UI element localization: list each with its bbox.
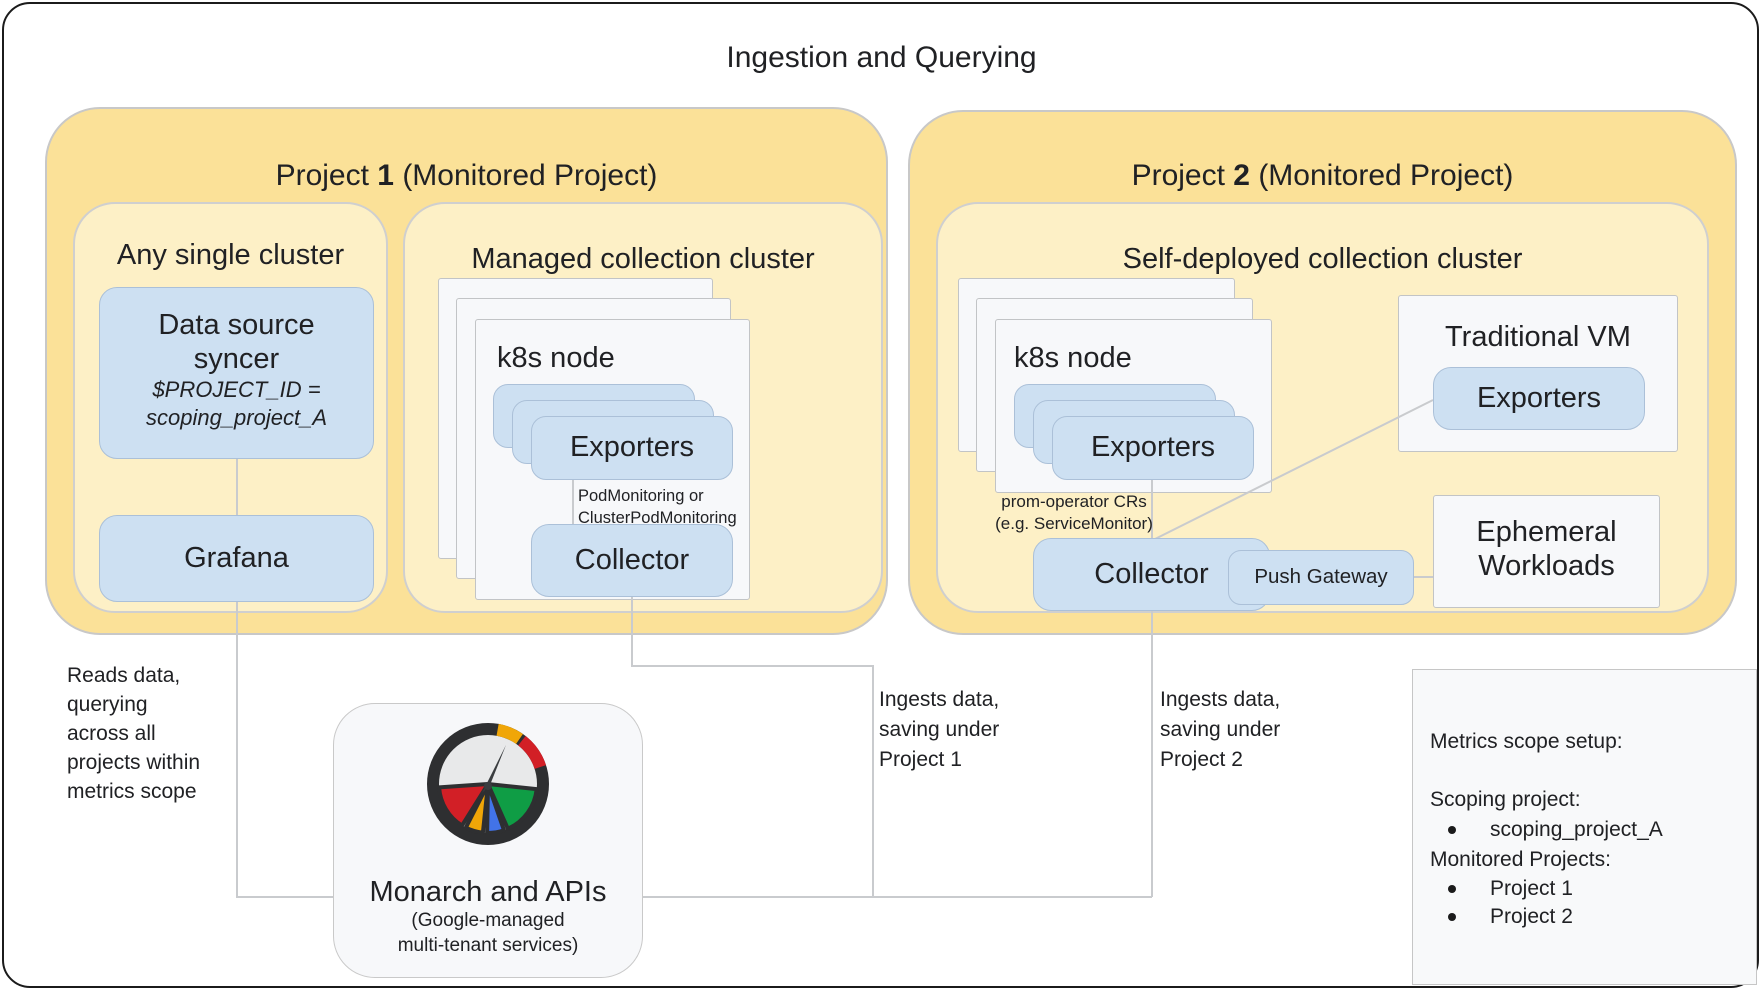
metrics-scope-scoping-label: Scoping project: <box>1430 788 1581 811</box>
reads-data-line5: metrics scope <box>67 780 197 803</box>
reads-data-line2: querying <box>67 693 148 716</box>
podmonitoring-note: PodMonitoring or ClusterPodMonitoring <box>578 486 737 529</box>
k8s-node-label-p2: k8s node <box>1014 342 1132 374</box>
ingest-project1-annotation: Ingests data, saving under Project 1 <box>879 685 999 775</box>
metrics-scope-title: Metrics scope setup: <box>1430 730 1623 753</box>
monarch-subtitle: (Google-managed multi-tenant services) <box>333 908 643 958</box>
project1-title-suffix: (Monitored Project) <box>393 159 658 192</box>
data-source-syncer-param2: scoping_project_A <box>145 405 327 430</box>
ephemeral-workloads-label: Ephemeral Workloads <box>1433 515 1660 583</box>
page-title: Ingestion and Querying <box>726 41 1037 74</box>
metrics-scope-monitored-label: Monitored Projects: <box>1430 848 1611 871</box>
project2-title: Project 2 (Monitored Project) <box>908 158 1737 194</box>
metrics-scope-monitored-item1: Project 1 <box>1448 878 1573 900</box>
exporters-box-front-p2: Exporters <box>1052 416 1254 480</box>
ingest-project2-line2: saving under <box>1160 718 1281 741</box>
vm-exporters-box: Exporters <box>1433 367 1645 430</box>
project2-title-suffix: (Monitored Project) <box>1249 159 1514 192</box>
ephemeral-workloads-line2: Workloads <box>1478 550 1615 582</box>
data-source-syncer-param1: $PROJECT_ID = <box>152 377 321 402</box>
project1-title-number: 1 <box>377 159 394 192</box>
monarch-title: Monarch and APIs <box>369 876 607 908</box>
ephemeral-workloads-line1: Ephemeral <box>1476 516 1617 548</box>
data-source-syncer-name1: Data source <box>158 309 315 341</box>
monarch-subtitle-line1: (Google-managed <box>411 910 565 931</box>
metrics-scope-panel <box>1412 669 1757 985</box>
traditional-vm-title: Traditional VM <box>1445 321 1631 353</box>
ingest-project2-annotation: Ingests data, saving under Project 2 <box>1160 685 1280 775</box>
podmonitoring-note-line1: PodMonitoring or <box>578 487 704 505</box>
ingest-project1-line1: Ingests data, <box>879 688 1000 711</box>
collector-box-p1: Collector <box>531 524 733 597</box>
metrics-scope-scoping-item-label: scoping_project_A <box>1490 818 1663 841</box>
self-deployed-cluster-title: Self-deployed collection cluster <box>1122 243 1523 275</box>
prom-operator-note: prom-operator CRs (e.g. ServiceMonitor) <box>974 491 1174 534</box>
project1-title-prefix: Project <box>275 159 378 192</box>
metrics-scope-monitored-item1-label: Project 1 <box>1490 877 1573 900</box>
bullet-icon <box>1448 885 1456 893</box>
k8s-node-label-p1: k8s node <box>497 342 615 374</box>
grafana-box: Grafana <box>99 515 374 602</box>
podmonitoring-note-line2: ClusterPodMonitoring <box>578 508 737 527</box>
bullet-icon <box>1448 826 1456 834</box>
data-source-syncer-box: Data source syncer $PROJECT_ID = scoping… <box>99 287 374 459</box>
ingest-project1-line2: saving under <box>879 718 1000 741</box>
ingest-project2-line3: Project 2 <box>1160 748 1243 771</box>
prom-operator-note-line1: prom-operator CRs <box>1001 492 1147 511</box>
push-gateway-box: Push Gateway <box>1228 550 1414 605</box>
metrics-scope-monitored-item2-label: Project 2 <box>1490 905 1573 928</box>
monarch-gauge-icon <box>427 723 549 845</box>
data-source-syncer-name2: syncer <box>193 343 280 375</box>
ingest-project2-line1: Ingests data, <box>1160 688 1281 711</box>
metrics-scope-scoping-item: scoping_project_A <box>1448 819 1663 841</box>
project2-title-prefix: Project <box>1131 159 1234 192</box>
reads-data-line1: Reads data, <box>67 664 181 687</box>
metrics-scope-monitored-item2: Project 2 <box>1448 906 1573 928</box>
exporters-box-front-p1: Exporters <box>531 416 733 480</box>
ephemeral-workloads-box <box>1433 495 1660 608</box>
prom-operator-note-line2: (e.g. ServiceMonitor) <box>995 513 1153 533</box>
reads-data-line3: across all <box>67 722 156 745</box>
bullet-icon <box>1448 913 1456 921</box>
reads-data-line4: projects within <box>67 751 201 774</box>
project2-title-number: 2 <box>1233 159 1250 192</box>
managed-collection-cluster-title: Managed collection cluster <box>471 243 815 275</box>
any-single-cluster-title: Any single cluster <box>116 239 345 271</box>
ingest-project1-line3: Project 1 <box>879 748 962 771</box>
monarch-subtitle-line2: multi-tenant services) <box>397 935 579 956</box>
project1-title: Project 1 (Monitored Project) <box>45 158 888 194</box>
reads-data-annotation: Reads data, querying across all projects… <box>67 661 200 806</box>
